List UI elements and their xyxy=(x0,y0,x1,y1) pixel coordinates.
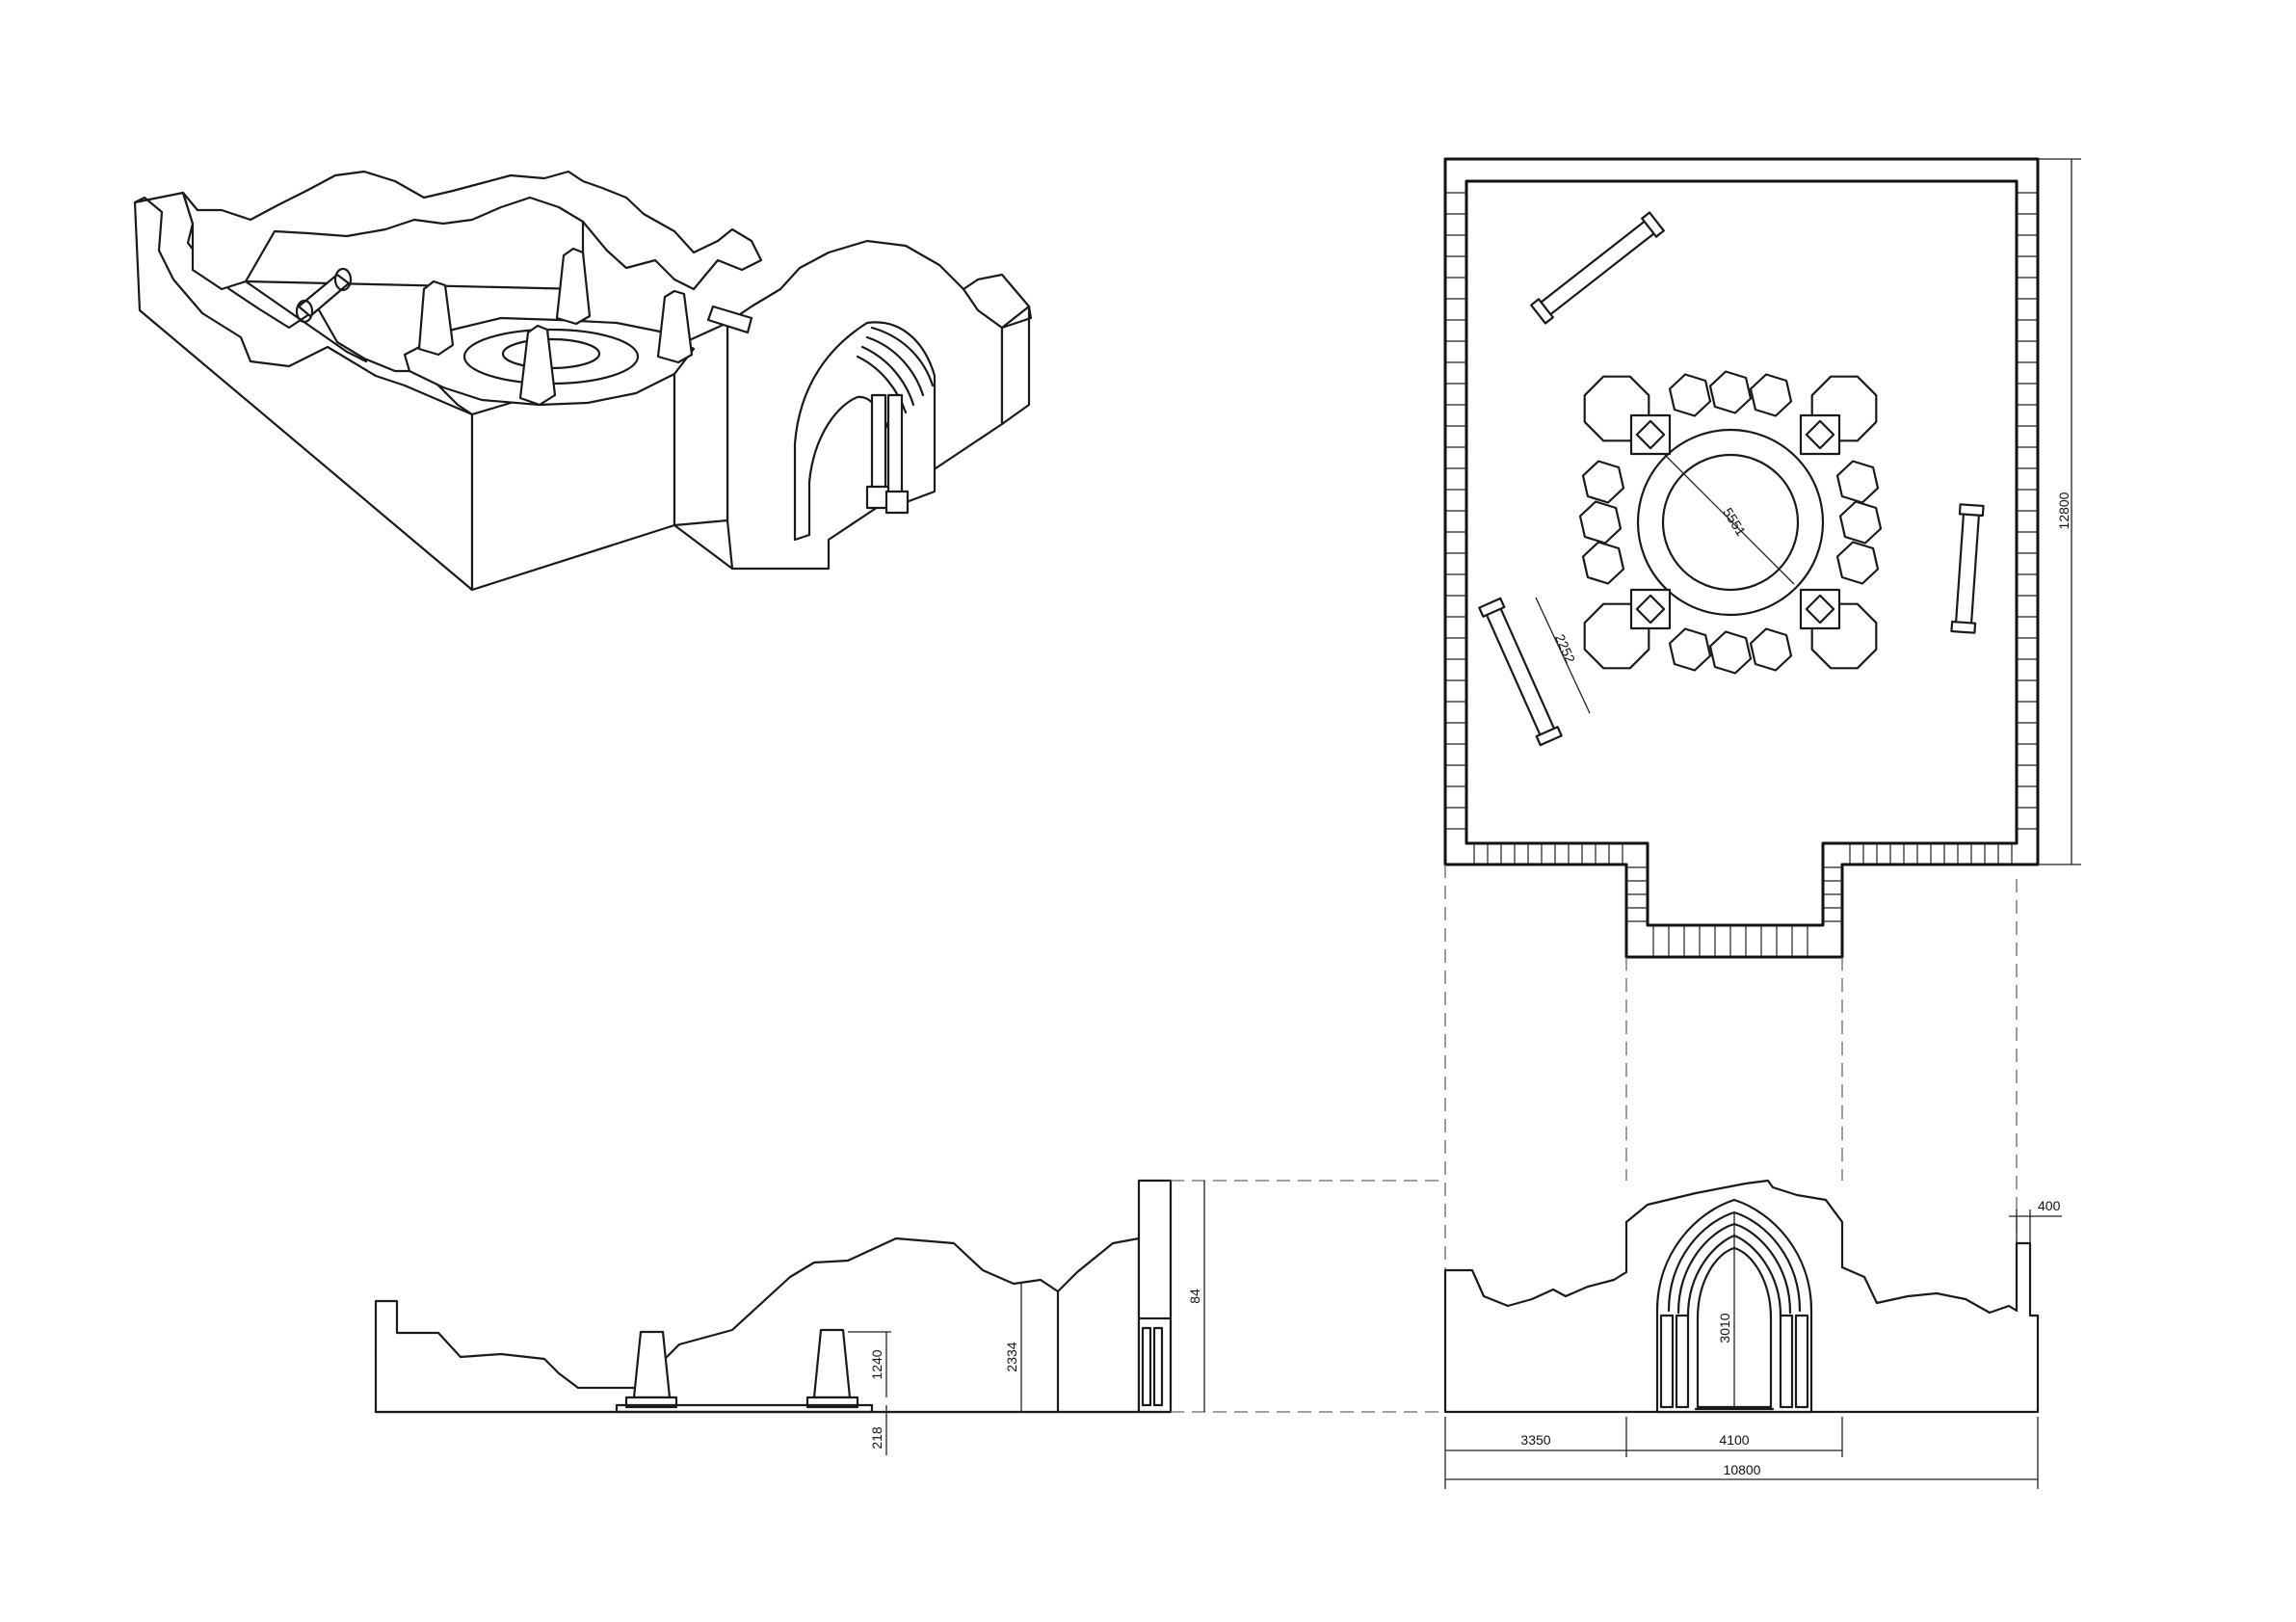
front-total-width-dimension: 10800 xyxy=(1724,1462,1761,1477)
side-elevation: 84 2334 1240 218 xyxy=(374,1179,1445,1455)
front-arch-column-3 xyxy=(1779,1314,1794,1409)
isometric-view xyxy=(133,170,1033,592)
front-arch-column-1 xyxy=(1659,1314,1675,1409)
iso-obelisk-1 xyxy=(417,279,455,357)
side-height-dimension: 84 xyxy=(1187,1289,1202,1304)
plan-column-left xyxy=(1478,597,1563,747)
iso-front-right-face xyxy=(673,321,729,527)
side-pillar-left xyxy=(632,1330,672,1399)
plan-view: 12800 5551 xyxy=(1443,157,2081,1272)
plan-depth-dimension: 12800 xyxy=(2056,492,2072,529)
front-left-width-dimension: 3350 xyxy=(1520,1432,1550,1448)
iso-obelisk-4 xyxy=(518,324,557,407)
iso-arch-column-base-1 xyxy=(865,485,890,510)
iso-arch-wall xyxy=(726,239,1004,571)
side-base-height-dimension: 218 xyxy=(869,1426,884,1449)
side-wall-profile xyxy=(374,1236,1141,1414)
iso-obelisk-2 xyxy=(555,247,592,326)
plan-inner-wall xyxy=(1465,179,2019,927)
front-arch-column-4 xyxy=(1794,1314,1809,1409)
plan-altar: 5551 xyxy=(1578,370,1883,675)
plan-wall-masonry xyxy=(1445,192,2038,957)
iso-arch-column-base-2 xyxy=(884,490,910,515)
plan-column-top xyxy=(1530,211,1665,325)
iso-right-return xyxy=(1000,305,1031,426)
side-pillar-right xyxy=(812,1328,852,1399)
iso-arch-column-2 xyxy=(886,393,904,498)
side-wall-height-dimension: 2334 xyxy=(1004,1342,1019,1371)
plan-column-right xyxy=(1950,503,1985,634)
iso-left-wall xyxy=(133,196,474,592)
front-arch-column-2 xyxy=(1675,1314,1690,1409)
plan-altar-disc xyxy=(1636,428,1825,617)
iso-arch-column-1 xyxy=(870,393,887,493)
front-arch-width-dimension: 4100 xyxy=(1719,1432,1749,1448)
iso-fallen-column-left xyxy=(297,273,351,318)
iso-obelisk-3 xyxy=(656,289,694,364)
iso-back-wall xyxy=(181,170,763,291)
front-elevation: 3010 3350 4100 10800 400 xyxy=(1443,1179,2062,1489)
front-wall-thickness-dimension: 400 xyxy=(2038,1198,2061,1213)
plan-altar-inner-ring xyxy=(1661,453,1800,592)
front-arch-height-dimension: 3010 xyxy=(1717,1313,1732,1343)
side-pillar-height-dimension: 1240 xyxy=(869,1349,884,1379)
plan-column-length-dimension: 2252 xyxy=(1552,631,1578,665)
iso-fallen-column-right xyxy=(706,305,753,334)
